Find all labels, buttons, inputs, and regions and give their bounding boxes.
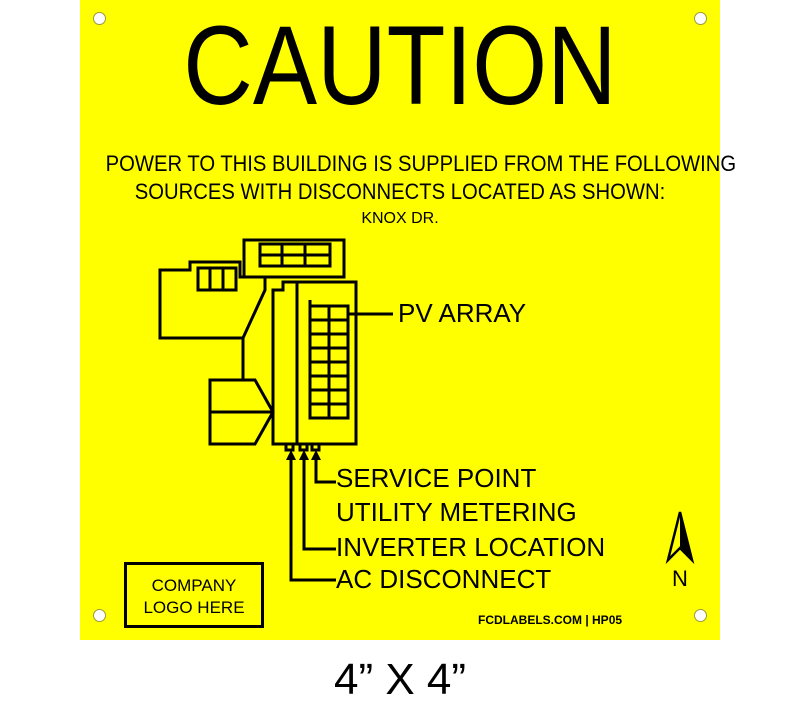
- logo-line1: COMPANY: [151, 576, 237, 595]
- lower-left-wing: [208, 378, 275, 446]
- roof-block-top: [242, 238, 346, 279]
- utility-metering-label: UTILITY METERING: [336, 497, 577, 527]
- service-point-leader: [314, 458, 336, 484]
- mounting-hole-top-right: [694, 12, 707, 25]
- equipment-box-2: [298, 442, 309, 452]
- equipment-box-3: [310, 442, 321, 452]
- north-letter: N: [672, 566, 688, 591]
- credit-text: FCDLABELS.COM | HP05: [478, 613, 623, 627]
- north-arrow-icon: [665, 511, 695, 565]
- company-logo-placeholder: COMPANY LOGO HERE: [124, 562, 264, 628]
- ac-disconnect-label: AC DISCONNECT: [336, 564, 552, 594]
- site-diagram: [158, 238, 695, 582]
- mounting-hole-bottom-left: [93, 609, 106, 622]
- main-building: [271, 280, 358, 446]
- equipment-box-1: [284, 442, 295, 452]
- inverter-location-leader: [302, 458, 336, 551]
- inverter-location-label: INVERTER LOCATION: [336, 532, 606, 562]
- left-wing: [158, 260, 267, 340]
- mounting-hole-bottom-right: [694, 609, 707, 622]
- caution-heading: CAUTION: [183, 3, 617, 128]
- logo-line2: LOGO HERE: [143, 598, 245, 617]
- size-caption: 4” X 4”: [333, 655, 467, 704]
- service-point-label: SERVICE POINT: [336, 463, 537, 493]
- mounting-hole-top-left: [93, 12, 106, 25]
- pv-array-grid: [308, 300, 350, 420]
- connector-wall: [210, 338, 245, 382]
- ac-disconnect-leader: [289, 458, 336, 582]
- leader-arrowheads: [286, 450, 321, 460]
- warning-message-line2: SOURCES WITH DISCONNECTS LOCATED AS SHOW…: [134, 179, 666, 204]
- street-name: KNOX DR.: [361, 210, 439, 227]
- warning-message-line1: POWER TO THIS BUILDING IS SUPPLIED FROM …: [105, 151, 737, 176]
- warning-message: POWER TO THIS BUILDING IS SUPPLIED FROM …: [105, 150, 737, 206]
- caution-sign: CAUTION POWER TO THIS BUILDING IS SUPPLI…: [80, 0, 737, 640]
- pv-array-label: PV ARRAY: [398, 298, 527, 328]
